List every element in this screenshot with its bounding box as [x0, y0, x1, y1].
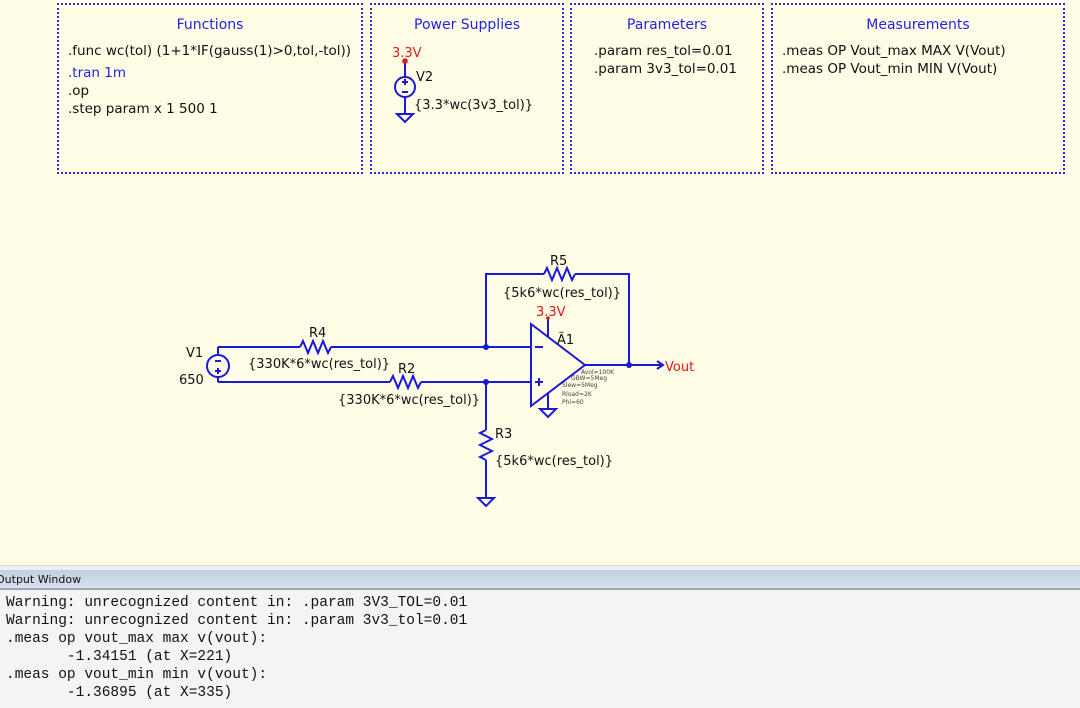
- output-arrow-icon: [656, 360, 665, 370]
- functions-title: Functions: [176, 17, 244, 33]
- opamp-param: GBW=5Meg: [571, 375, 607, 382]
- output-line: Warning: unrecognized content in: .param…: [6, 595, 468, 611]
- r5-value[interactable]: {5k6*wc(res_tol)}: [503, 286, 621, 301]
- junction-dot: [626, 362, 632, 368]
- opamp-param: Slew=5Meg: [562, 382, 598, 389]
- output-window-header[interactable]: Output Window: [0, 570, 1080, 590]
- r3-value[interactable]: {5k6*wc(res_tol)}: [495, 454, 613, 469]
- net-node: [546, 316, 550, 320]
- opamp-param: Avol=100K: [581, 369, 615, 376]
- v2-net-label[interactable]: 3.3V: [392, 46, 422, 61]
- pane-splitter[interactable]: [0, 565, 1080, 571]
- output-window-title: Output Window: [0, 573, 82, 586]
- v1-name[interactable]: V1: [186, 346, 203, 361]
- measurements-title: Measurements: [866, 17, 970, 33]
- v1-source[interactable]: [206, 347, 230, 382]
- v1-value[interactable]: 650: [179, 373, 204, 388]
- vout-net-label[interactable]: Vout: [665, 360, 694, 375]
- opamp-triangle: [530, 321, 587, 409]
- r5-resistor[interactable]: [543, 265, 576, 283]
- step-directive[interactable]: .step param x 1 500 1: [68, 101, 218, 117]
- power-supplies-box[interactable]: Power Supplies: [370, 3, 564, 174]
- meas-vout-max[interactable]: .meas OP Vout_max MAX V(Vout): [782, 43, 1006, 59]
- func-directive[interactable]: .func wc(tol) (1+1*IF(gauss(1)>0,tol,-to…: [68, 43, 352, 59]
- junction-dot: [483, 379, 489, 385]
- output-line: Warning: unrecognized content in: .param…: [6, 613, 468, 629]
- param-res-tol[interactable]: .param res_tol=0.01: [594, 43, 733, 59]
- ground-icon: [537, 408, 559, 419]
- v2-source[interactable]: [394, 62, 416, 124]
- r4-resistor[interactable]: [299, 338, 332, 356]
- tran-directive[interactable]: .tran 1m: [68, 65, 126, 81]
- opamp-name[interactable]: Ã1: [557, 332, 574, 348]
- r2-name[interactable]: R2: [398, 362, 415, 377]
- output-line: .meas op vout_max max v(vout):: [6, 631, 268, 647]
- opamp-a1[interactable]: [530, 318, 587, 419]
- parameters-title: Parameters: [626, 17, 708, 33]
- parameters-box[interactable]: Parameters .param res_tol=0.01 .param 3v…: [570, 3, 764, 174]
- net-node: [402, 58, 408, 64]
- ground-icon: [394, 113, 416, 124]
- r3-resistor[interactable]: [477, 429, 495, 461]
- measurements-box[interactable]: Measurements .meas OP Vout_max MAX V(Vou…: [771, 3, 1065, 174]
- r2-value[interactable]: {330K*6*wc(res_tol)}: [338, 393, 480, 408]
- opamp-param: Phi=60: [562, 399, 584, 406]
- meas-vout-min[interactable]: .meas OP Vout_min MIN V(Vout): [782, 61, 998, 77]
- output-line: .meas op vout_min min v(vout):: [6, 667, 268, 683]
- opamp-param: Rload=2K: [562, 391, 593, 398]
- circuit-diagram: 3.3V V2 {3.3*wc(3v3_tol)} V1 650 R4 {330…: [179, 46, 694, 508]
- schematic-canvas[interactable]: Functions .func wc(tol) (1+1*IF(gauss(1)…: [0, 0, 1080, 565]
- r4-name[interactable]: R4: [309, 326, 326, 341]
- r2-resistor[interactable]: [389, 373, 422, 391]
- ground-icon: [475, 497, 497, 508]
- v2-name[interactable]: V2: [416, 70, 433, 85]
- power-supplies-title: Power Supplies: [414, 17, 520, 33]
- param-3v3-tol[interactable]: .param 3v3_tol=0.01: [594, 61, 737, 77]
- functions-box[interactable]: Functions .func wc(tol) (1+1*IF(gauss(1)…: [57, 3, 363, 174]
- junction-dot: [483, 344, 489, 350]
- v2-value[interactable]: {3.3*wc(3v3_tol)}: [414, 98, 533, 113]
- r3-name[interactable]: R3: [495, 427, 512, 442]
- r4-value[interactable]: {330K*6*wc(res_tol)}: [248, 357, 390, 372]
- wire[interactable]: [575, 273, 630, 365]
- r5-name[interactable]: R5: [550, 254, 567, 269]
- output-line: -1.36895 (at X=335): [6, 685, 233, 701]
- output-line: -1.34151 (at X=221): [6, 649, 233, 665]
- output-window-body[interactable]: Warning: unrecognized content in: .param…: [0, 590, 1080, 708]
- opamp-supply-label[interactable]: 3.3V: [536, 305, 566, 320]
- op-directive[interactable]: .op: [68, 83, 90, 99]
- wire[interactable]: [485, 273, 544, 347]
